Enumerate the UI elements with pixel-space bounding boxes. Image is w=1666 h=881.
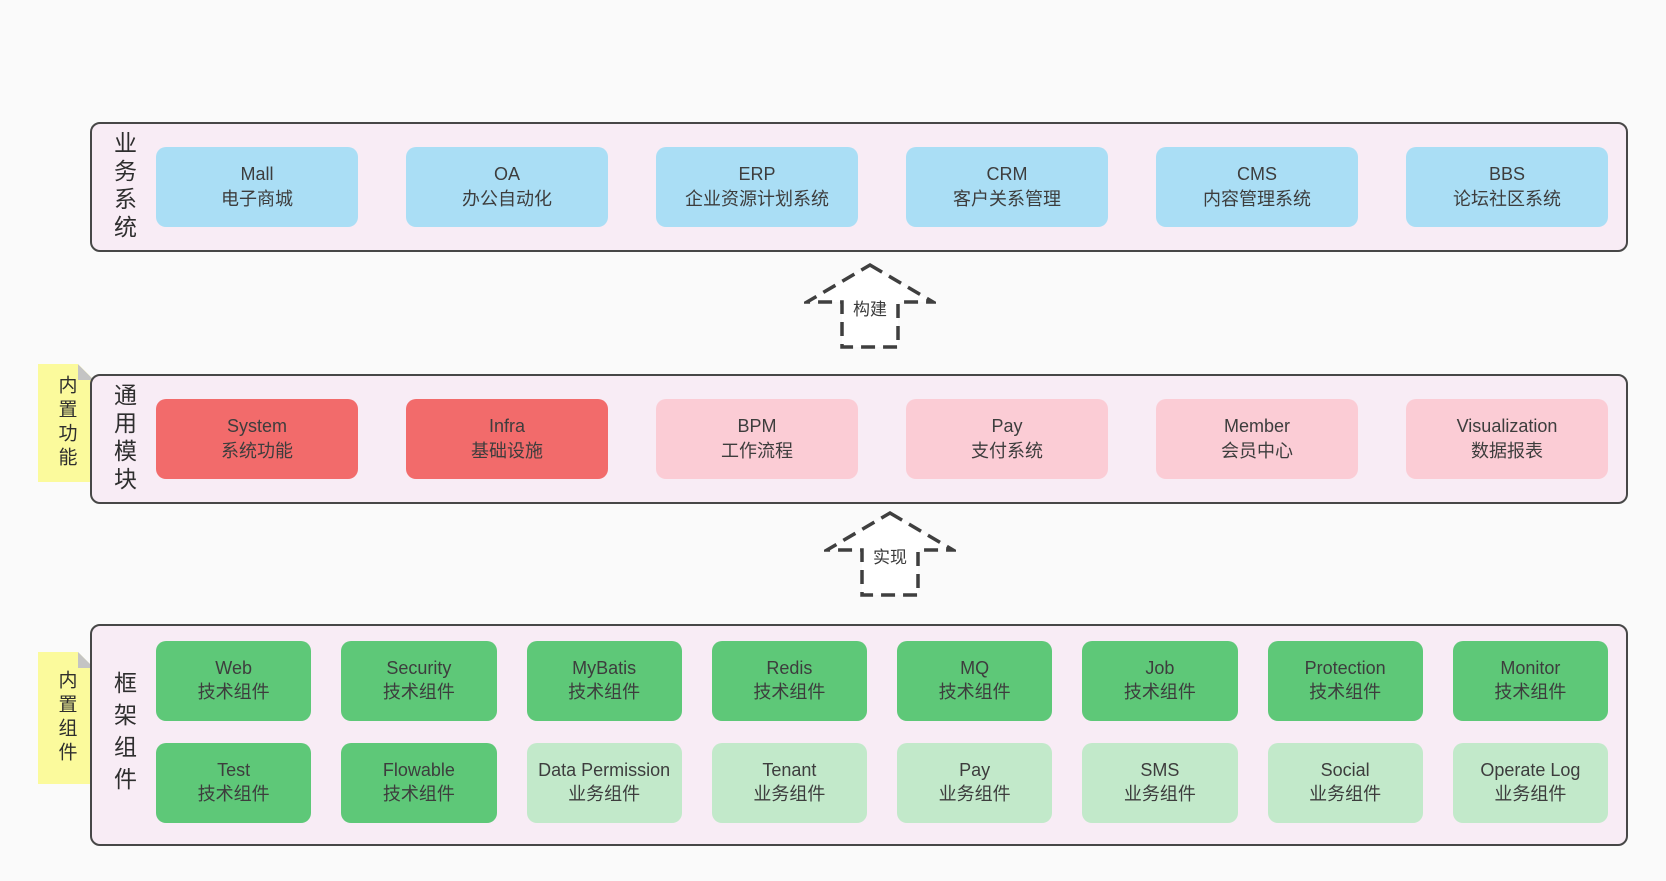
box-title: Redis xyxy=(766,658,813,679)
sticky-note-built-in-components: 内置组件 xyxy=(38,652,94,784)
box-subtitle: 系统功能 xyxy=(221,441,293,461)
box-sms: SMS 业务组件 xyxy=(1082,743,1238,823)
section-framework-components: 框架组件 Web 技术组件 Security 技术组件 MyBatis 技术组件… xyxy=(90,624,1628,846)
box-pay-component: Pay 业务组件 xyxy=(897,743,1053,823)
box-title: Protection xyxy=(1304,658,1386,679)
box-subtitle: 电子商城 xyxy=(221,189,293,209)
section-label-business-systems: 业务系统 xyxy=(110,131,137,243)
box-subtitle: 业务组件 xyxy=(1309,784,1382,804)
box-test: Test 技术组件 xyxy=(156,743,312,823)
box-title: Visualization xyxy=(1456,415,1558,436)
framework-components-grid: Web 技术组件 Security 技术组件 MyBatis 技术组件 Redi… xyxy=(154,626,1626,844)
box-subtitle: 业务组件 xyxy=(568,784,641,804)
box-flowable: Flowable 技术组件 xyxy=(341,743,497,823)
box-title: Infra xyxy=(488,415,526,436)
box-job: Job 技术组件 xyxy=(1082,641,1238,721)
box-subtitle: 客户关系管理 xyxy=(953,189,1061,209)
box-subtitle: 技术组件 xyxy=(197,784,270,804)
box-visualization: Visualization 数据报表 xyxy=(1406,399,1608,479)
box-subtitle: 技术组件 xyxy=(753,682,826,702)
box-title: MyBatis xyxy=(572,658,637,679)
arrow-implement: 实现 xyxy=(824,510,956,598)
box-security: Security 技术组件 xyxy=(341,641,497,721)
box-title: Test xyxy=(217,760,251,781)
box-erp: ERP 企业资源计划系统 xyxy=(656,147,858,227)
box-system: System 系统功能 xyxy=(156,399,358,479)
arrow-implement-label: 实现 xyxy=(870,547,910,570)
box-mq: MQ 技术组件 xyxy=(897,641,1053,721)
box-title: System xyxy=(226,415,287,436)
business-systems-row: Mall 电子商城 OA 办公自动化 ERP 企业资源计划系统 CRM 客户关系… xyxy=(154,124,1626,250)
box-title: Pay xyxy=(959,760,991,781)
box-subtitle: 会员中心 xyxy=(1221,441,1293,461)
box-subtitle: 业务组件 xyxy=(1494,784,1567,804)
box-cms: CMS 内容管理系统 xyxy=(1156,147,1358,227)
box-title: ERP xyxy=(738,163,776,184)
box-subtitle: 技术组件 xyxy=(568,682,641,702)
box-title: BPM xyxy=(737,415,777,436)
box-title: Mall xyxy=(240,163,274,184)
arrow-build-label: 构建 xyxy=(850,299,890,322)
box-subtitle: 数据报表 xyxy=(1471,441,1543,461)
box-subtitle: 办公自动化 xyxy=(462,189,552,209)
section-label-framework-components: 框架组件 xyxy=(110,671,137,799)
box-title: Social xyxy=(1320,760,1370,781)
box-subtitle: 技术组件 xyxy=(1494,682,1567,702)
box-title: Pay xyxy=(991,415,1023,436)
box-title: BBS xyxy=(1488,163,1526,184)
box-monitor: Monitor 技术组件 xyxy=(1452,641,1608,721)
box-data-permission: Data Permission 业务组件 xyxy=(526,743,682,823)
sticky-note-built-in-features: 内置功能 xyxy=(38,364,94,482)
box-subtitle: 技术组件 xyxy=(382,784,455,804)
box-subtitle: 业务组件 xyxy=(938,784,1011,804)
box-subtitle: 技术组件 xyxy=(938,682,1011,702)
box-subtitle: 技术组件 xyxy=(382,682,455,702)
section-business-systems: 业务系统 Mall 电子商城 OA 办公自动化 ERP 企业资源计划系统 CRM… xyxy=(90,122,1628,252)
box-title: Operate Log xyxy=(1480,760,1581,781)
box-subtitle: 工作流程 xyxy=(721,441,793,461)
box-subtitle: 内容管理系统 xyxy=(1203,189,1311,209)
box-title: MQ xyxy=(960,658,990,679)
box-title: Monitor xyxy=(1500,658,1561,679)
box-bbs: BBS 论坛社区系统 xyxy=(1406,147,1608,227)
box-bpm: BPM 工作流程 xyxy=(656,399,858,479)
box-subtitle: 论坛社区系统 xyxy=(1453,189,1561,209)
box-subtitle: 企业资源计划系统 xyxy=(685,189,829,209)
box-operate-log: Operate Log 业务组件 xyxy=(1452,743,1608,823)
box-title: OA xyxy=(493,163,520,184)
box-title: CRM xyxy=(986,163,1028,184)
section-common-modules: 通用模块 System 系统功能 Infra 基础设施 BPM 工作流程 Pay… xyxy=(90,374,1628,504)
box-subtitle: 技术组件 xyxy=(1123,682,1196,702)
box-mall: Mall 电子商城 xyxy=(156,147,358,227)
box-member: Member 会员中心 xyxy=(1156,399,1358,479)
box-crm: CRM 客户关系管理 xyxy=(906,147,1108,227)
box-web: Web 技术组件 xyxy=(156,641,312,721)
box-subtitle: 业务组件 xyxy=(1123,784,1196,804)
box-protection: Protection 技术组件 xyxy=(1267,641,1423,721)
common-modules-row: System 系统功能 Infra 基础设施 BPM 工作流程 Pay 支付系统… xyxy=(154,376,1626,502)
box-tenant: Tenant 业务组件 xyxy=(711,743,867,823)
section-label-common-modules: 通用模块 xyxy=(110,383,137,495)
box-title: Tenant xyxy=(762,760,817,781)
box-subtitle: 技术组件 xyxy=(1309,682,1382,702)
box-subtitle: 技术组件 xyxy=(197,682,270,702)
box-title: Data Permission xyxy=(538,760,671,781)
arrow-build: 构建 xyxy=(804,262,936,350)
box-title: Security xyxy=(386,658,452,679)
box-title: Member xyxy=(1223,415,1290,436)
box-oa: OA 办公自动化 xyxy=(406,147,608,227)
box-social: Social 业务组件 xyxy=(1267,743,1423,823)
box-title: SMS xyxy=(1140,760,1180,781)
box-subtitle: 支付系统 xyxy=(971,441,1043,461)
box-title: Job xyxy=(1145,658,1175,679)
box-redis: Redis 技术组件 xyxy=(711,641,867,721)
box-mybatis: MyBatis 技术组件 xyxy=(526,641,682,721)
box-subtitle: 基础设施 xyxy=(471,441,543,461)
box-title: Web xyxy=(215,658,252,679)
box-pay: Pay 支付系统 xyxy=(906,399,1108,479)
box-title: CMS xyxy=(1237,163,1277,184)
box-title: Flowable xyxy=(382,760,455,781)
box-subtitle: 业务组件 xyxy=(753,784,826,804)
box-infra: Infra 基础设施 xyxy=(406,399,608,479)
